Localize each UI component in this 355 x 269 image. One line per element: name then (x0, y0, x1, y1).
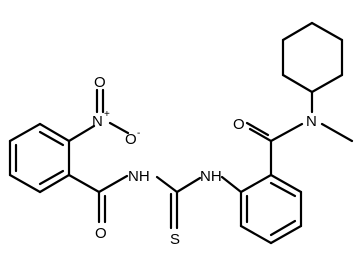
carbonyl-left (67, 173, 129, 224)
double-bond (245, 121, 270, 137)
nitro-nitrogen-label: N (92, 113, 103, 130)
bond (248, 127, 273, 143)
nh-right-label: NH (200, 168, 222, 185)
bond (97, 174, 129, 194)
nitro-plus-charge: + (104, 109, 110, 120)
bond (38, 173, 71, 194)
bond (8, 173, 42, 194)
bond (269, 173, 303, 194)
bond (67, 173, 101, 194)
bond (38, 122, 71, 143)
double-bond (269, 219, 297, 237)
bond (310, 73, 344, 94)
nitro-minus-charge: - (137, 128, 140, 139)
nitro-group (67, 88, 130, 143)
bond (239, 173, 273, 194)
bond (281, 73, 314, 94)
thiourea-core (155, 175, 243, 230)
amide-nitrogen-label: N (306, 113, 317, 130)
double-bond (38, 169, 65, 186)
bond (281, 21, 314, 42)
bond (108, 121, 130, 135)
thio-sulfur-label: S (170, 231, 180, 248)
nitro-oxygen-top-label: O (94, 74, 106, 91)
bond (175, 176, 202, 194)
bond (8, 122, 42, 143)
benzamide-ring (239, 173, 303, 245)
double-bond (38, 130, 65, 147)
bond (155, 175, 179, 194)
amide-right (245, 90, 354, 177)
nitrophenyl-ring (8, 122, 71, 194)
bond (269, 224, 303, 245)
bond (220, 175, 243, 194)
double-bond (269, 181, 297, 198)
bond (239, 224, 273, 245)
nitro-oxygen-bottom-label: O (125, 131, 137, 148)
bond (310, 21, 344, 42)
cyclohexyl-ring (281, 21, 344, 94)
amide-oxygen-left-label: O (95, 225, 107, 242)
bond (67, 124, 96, 143)
methyl-bond (320, 122, 354, 143)
amide-oxygen-right-label: O (233, 116, 245, 133)
bond (269, 122, 304, 143)
nh-left-label: NH (128, 168, 150, 185)
